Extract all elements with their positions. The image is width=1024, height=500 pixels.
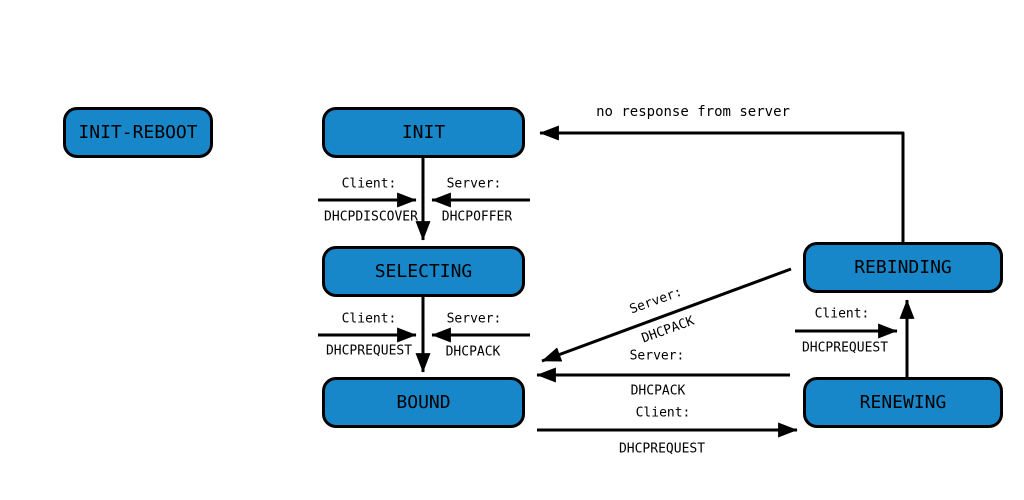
state-init-reboot: INIT-REBOOT [63,107,213,158]
state-bound: BOUND [322,377,525,428]
state-init-label: INIT [401,122,446,143]
state-renewing: RENEWING [803,377,1003,428]
state-rebinding: REBINDING [803,242,1003,293]
state-selecting: SELECTING [322,246,525,297]
arrow-rebinding-to-init [539,125,905,242]
bound-renewing-role-label: Client: [635,405,691,421]
state-bound-label: BOUND [396,392,451,413]
state-init: INIT [322,107,525,158]
init-selecting-server-role-label: Server: [446,176,502,192]
init-selecting-client-message-label: DHCPDISCOVER [324,209,418,225]
state-rebinding-label: REBINDING [854,257,952,278]
state-renewing-label: RENEWING [859,392,947,413]
init-selecting-server-message-label: DHCPOFFER [441,209,513,225]
renewing-bound-message-label: DHCPACK [630,383,686,399]
state-init-reboot-label: INIT-REBOOT [78,122,198,143]
renewing-bound-role-label: Server: [629,348,685,364]
renewing-rebinding-message-label: DHCPREQUEST [801,340,889,356]
selecting-bound-server-message-label: DHCPACK [445,344,501,360]
rebinding-init-label: no response from server [596,104,790,120]
bound-renewing-message-label: DHCPREQUEST [618,441,706,457]
arrow-rebinding-to-bound [541,267,792,363]
init-selecting-client-role-label: Client: [341,176,397,192]
renewing-rebinding-role-label: Client: [814,306,870,322]
selecting-bound-client-message-label: DHCPREQUEST [325,343,413,359]
state-selecting-label: SELECTING [374,261,473,282]
selecting-bound-client-role-label: Client: [341,311,397,327]
selecting-bound-server-role-label: Server: [446,311,502,327]
